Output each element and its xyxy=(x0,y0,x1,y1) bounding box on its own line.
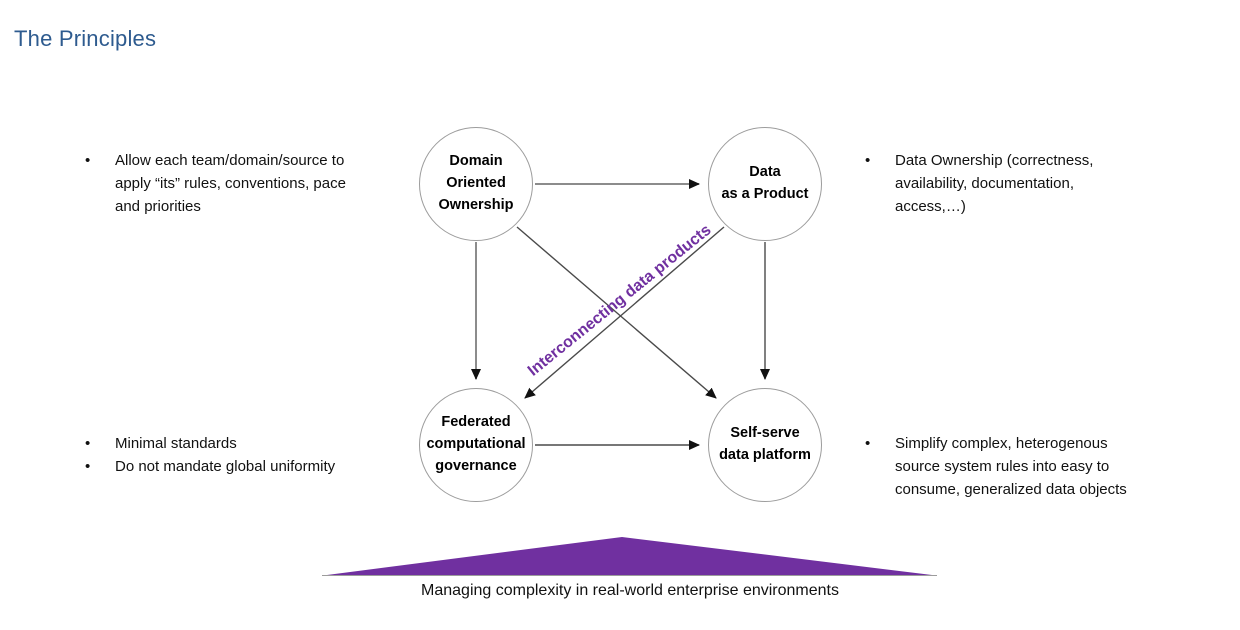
node-label: Domain Oriented Ownership xyxy=(438,153,514,213)
bullet-dot: • xyxy=(85,152,91,169)
node-label: Self-serve data platform xyxy=(719,425,811,463)
arrow-product-to-governance xyxy=(524,226,725,399)
bullet-dot: • xyxy=(865,152,871,169)
node-domain-oriented-ownership: Domain Oriented Ownership xyxy=(419,127,533,241)
foundation-triangle xyxy=(327,537,932,575)
bullet-item: • Minimal standards xyxy=(85,432,430,455)
bullet-item: • Do not mandate global uniformity xyxy=(85,455,430,478)
bullet-list-left-bottom: • Minimal standards • Do not mandate glo… xyxy=(85,432,430,478)
node-self-serve-data-platform: Self-serve data platform xyxy=(708,388,822,502)
bullet-list-right-bottom: • Simplify complex, heterogenous source … xyxy=(865,432,1210,501)
page-title: The Principles xyxy=(14,26,157,51)
bullet-text: Simplify complex, heterogenous source sy… xyxy=(895,435,1127,498)
bullet-text: Minimal standards xyxy=(115,435,237,452)
bullet-text: Do not mandate global uniformity xyxy=(115,458,336,475)
bullet-text: Data Ownership (correctness, availabilit… xyxy=(895,152,1094,215)
bullet-list-left-top: • Allow each team/domain/source to apply… xyxy=(85,149,420,218)
bullet-text: Allow each team/domain/source to apply “… xyxy=(115,152,346,215)
bullet-list-right-top: • Data Ownership (correctness, availabil… xyxy=(865,149,1200,218)
node-label: Federated computational governance xyxy=(426,414,526,474)
bullet-item: • Simplify complex, heterogenous source … xyxy=(865,432,1210,501)
bullet-item: • Allow each team/domain/source to apply… xyxy=(85,149,420,218)
node-data-as-a-product: Data as a Product xyxy=(708,127,822,241)
node-federated-computational-governance: Federated computational governance xyxy=(419,388,533,502)
bullet-dot: • xyxy=(85,458,91,475)
bullet-dot: • xyxy=(85,435,91,452)
foundation-caption: Managing complexity in real-world enterp… xyxy=(421,582,839,599)
bullet-item: • Data Ownership (correctness, availabil… xyxy=(865,149,1200,218)
node-label: Data as a Product xyxy=(721,164,809,202)
arrow-ownership-to-platform xyxy=(516,226,717,399)
bullet-dot: • xyxy=(865,435,871,452)
